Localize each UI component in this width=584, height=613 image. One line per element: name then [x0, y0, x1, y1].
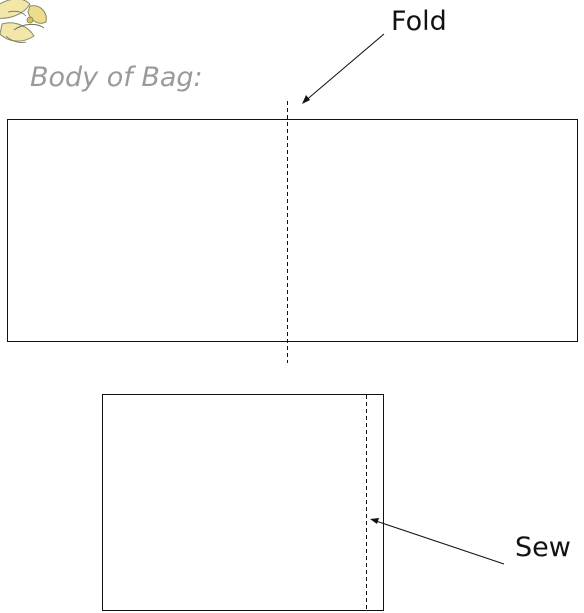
fold-label: Fold	[391, 6, 447, 37]
flower-icon	[0, 0, 47, 43]
folded-bag-rectangle	[102, 394, 384, 611]
fold-arrow	[302, 33, 385, 104]
bag-body-rectangle	[7, 119, 578, 342]
sew-arrow	[370, 518, 505, 565]
sew-label: Sew	[515, 532, 571, 563]
diagram-title: Body of Bag:	[30, 62, 203, 93]
